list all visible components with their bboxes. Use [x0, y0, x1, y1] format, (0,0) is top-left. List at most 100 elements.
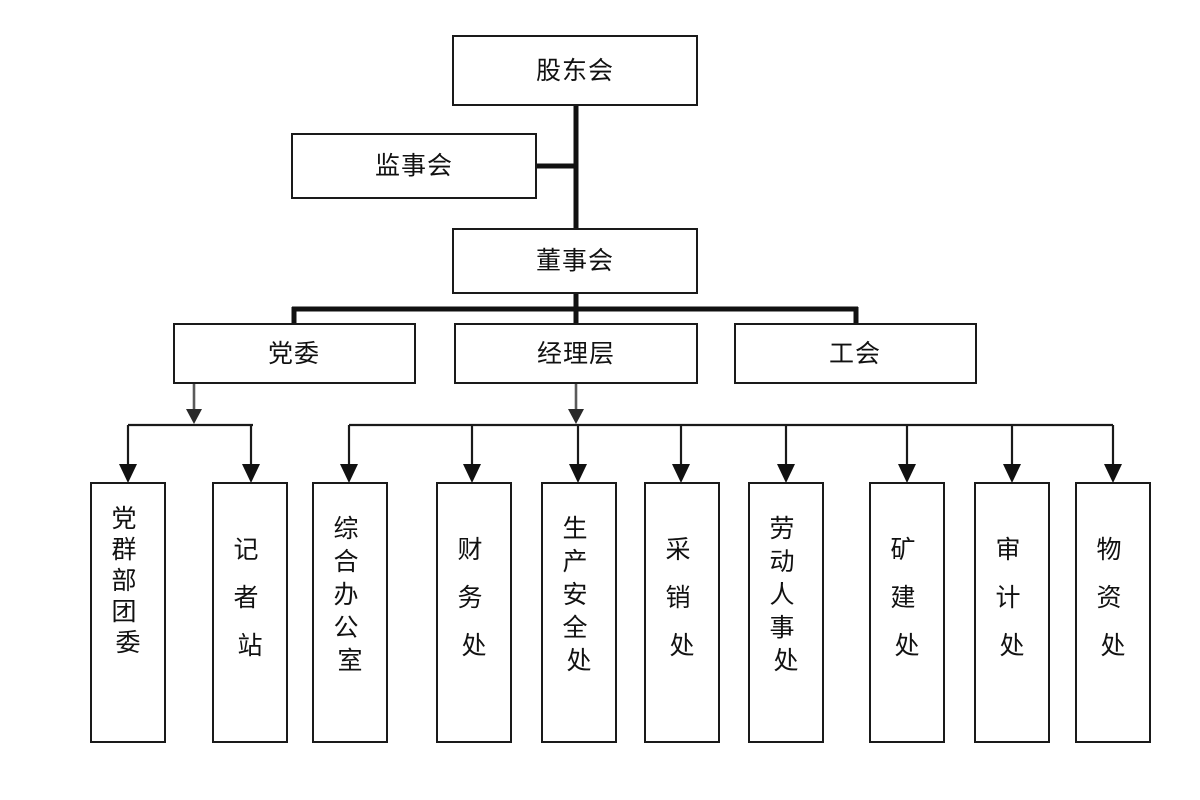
node-dept-2-label: 记 者 站 — [234, 535, 267, 660]
node-shareholders-label: 股东会 — [536, 56, 614, 85]
dept-10-char-1: 资 — [1097, 583, 1122, 612]
node-dept-6-label: 采 销 处 — [666, 535, 699, 660]
node-dept-9[interactable]: 审 计 处 — [974, 482, 1050, 743]
arrowhead-dept-10 — [1104, 464, 1122, 483]
node-dept-10[interactable]: 物 资 处 — [1075, 482, 1151, 743]
dept-6-char-0: 采 — [666, 535, 691, 564]
dept-4-char-1: 务 — [458, 583, 483, 612]
node-dept-1-label: 党 群 部 团 委 — [112, 504, 145, 657]
arrowhead-dept-6 — [672, 464, 690, 483]
dept-1-char-4: 团 — [112, 597, 137, 626]
node-management-box[interactable] — [454, 323, 698, 384]
dept-5-char-4: 处 — [566, 646, 591, 675]
arrowhead-dept-4 — [463, 464, 481, 483]
dept-2-char-1: 者 — [234, 583, 259, 612]
arrowhead-dept-7 — [777, 464, 795, 483]
arrowhead-management-stem — [568, 409, 584, 424]
node-dept-5[interactable]: 生 产 安 全 处 — [541, 482, 617, 743]
dept-7-char-3: 事 — [770, 613, 795, 642]
node-dept-9-label: 审 计 处 — [996, 535, 1029, 660]
arrowhead-dept-2 — [242, 464, 260, 483]
node-dept-7[interactable]: 劳 动 人 事 处 — [748, 482, 824, 743]
dept-7-char-2: 人 — [770, 580, 795, 609]
dept-10-char-2: 处 — [1100, 631, 1125, 660]
dept-1-char-2: 部 — [112, 566, 137, 595]
arrowhead-party-committee-stem — [186, 409, 202, 424]
node-dept-5-box[interactable] — [541, 482, 617, 743]
dept-9-char-0: 审 — [996, 535, 1021, 564]
dept-9-char-2: 处 — [999, 631, 1024, 660]
node-dept-4-label: 财 务 处 — [458, 535, 491, 660]
node-labor-union[interactable]: 工会 — [734, 323, 977, 384]
node-dept-2-box[interactable] — [212, 482, 288, 743]
dept-4-char-2: 处 — [461, 631, 486, 660]
node-dept-1-box[interactable] — [90, 482, 166, 743]
node-party-committee-box[interactable] — [173, 323, 416, 384]
arrowhead-dept-8 — [898, 464, 916, 483]
node-party-committee-label: 党委 — [268, 339, 320, 368]
node-shareholders-box[interactable] — [452, 35, 698, 106]
node-supervisors-label: 监事会 — [375, 151, 453, 180]
dept-5-char-2: 安 — [563, 580, 588, 609]
dept-2-char-2: 站 — [237, 631, 262, 660]
dept-3-char-4: 室 — [337, 646, 362, 675]
dept-1-char-5: 委 — [115, 628, 140, 657]
node-dept-3-box[interactable] — [312, 482, 388, 743]
dept-7-char-1: 动 — [770, 547, 795, 576]
node-dept-3-label: 综 合 办 公 室 — [334, 514, 367, 675]
node-dept-3[interactable]: 综 合 办 公 室 — [312, 482, 388, 743]
node-supervisors-box[interactable] — [291, 133, 537, 199]
dept-6-char-2: 处 — [669, 631, 694, 660]
dept-3-char-2: 办 — [334, 580, 359, 609]
arrowhead-dept-1 — [119, 464, 137, 483]
node-board[interactable]: 董事会 — [452, 228, 698, 294]
dept-3-char-1: 合 — [334, 547, 359, 576]
node-management-label: 经理层 — [537, 339, 615, 368]
dept-5-char-3: 全 — [563, 613, 588, 642]
dept-4-char-0: 财 — [458, 535, 483, 564]
dept-8-char-0: 矿 — [891, 535, 916, 564]
dept-2-char-0: 记 — [234, 535, 259, 564]
connector-layer — [119, 105, 1122, 483]
node-party-committee[interactable]: 党委 — [173, 323, 416, 384]
node-labor-union-label: 工会 — [829, 339, 881, 368]
node-dept-4-box[interactable] — [436, 482, 512, 743]
dept-7-char-0: 劳 — [770, 514, 795, 543]
node-labor-union-box[interactable] — [734, 323, 977, 384]
node-dept-4[interactable]: 财 务 处 — [436, 482, 512, 743]
node-dept-8-label: 矿 建 处 — [891, 535, 924, 660]
node-dept-8-box[interactable] — [869, 482, 945, 743]
node-dept-6-box[interactable] — [644, 482, 720, 743]
node-board-label: 董事会 — [536, 246, 614, 275]
node-supervisors[interactable]: 监事会 — [291, 133, 537, 199]
dept-5-char-0: 生 — [563, 514, 588, 543]
dept-3-char-3: 公 — [334, 613, 359, 642]
arrowhead-dept-9 — [1003, 464, 1021, 483]
dept-8-char-2: 处 — [894, 631, 919, 660]
dept-6-char-1: 销 — [666, 583, 691, 612]
dept-10-char-0: 物 — [1097, 535, 1122, 564]
node-dept-5-label: 生 产 安 全 处 — [563, 514, 596, 675]
node-dept-6[interactable]: 采 销 处 — [644, 482, 720, 743]
arrowhead-dept-3 — [340, 464, 358, 483]
node-dept-10-label: 物 资 处 — [1097, 535, 1130, 660]
dept-3-char-0: 综 — [334, 514, 359, 543]
node-dept-7-box[interactable] — [748, 482, 824, 743]
dept-8-char-1: 建 — [891, 583, 916, 612]
node-dept-10-box[interactable] — [1075, 482, 1151, 743]
node-dept-8[interactable]: 矿 建 处 — [869, 482, 945, 743]
node-shareholders[interactable]: 股东会 — [452, 35, 698, 106]
arrowhead-dept-5 — [569, 464, 587, 483]
dept-9-char-1: 计 — [996, 583, 1021, 612]
node-board-box[interactable] — [452, 228, 698, 294]
node-dept-1[interactable]: 党 群 部 团 委 — [90, 482, 166, 743]
node-management[interactable]: 经理层 — [454, 323, 698, 384]
dept-7-char-4: 处 — [773, 646, 798, 675]
node-dept-2[interactable]: 记 者 站 — [212, 482, 288, 743]
dept-1-char-1: 群 — [112, 535, 137, 564]
node-dept-7-label: 劳 动 人 事 处 — [770, 514, 803, 675]
dept-1-char-0: 党 — [112, 504, 137, 533]
node-dept-9-box[interactable] — [974, 482, 1050, 743]
